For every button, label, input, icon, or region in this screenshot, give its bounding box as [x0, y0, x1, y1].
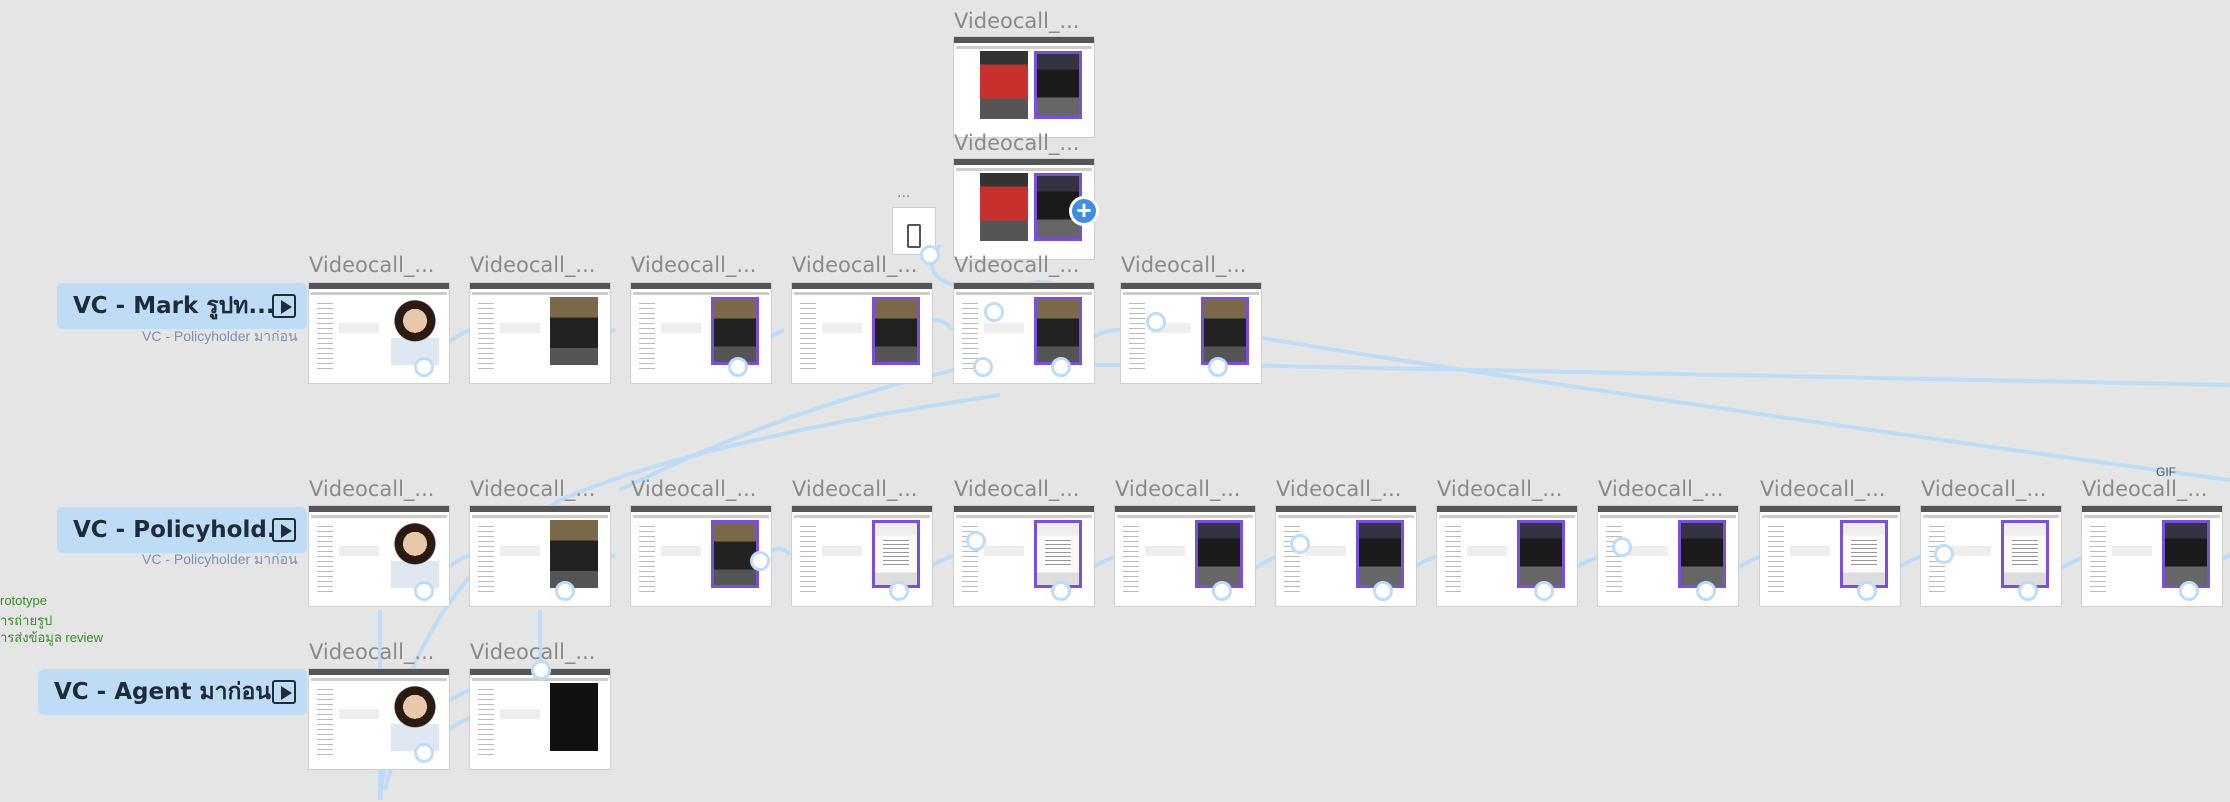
more-options-icon[interactable]: ... — [897, 184, 911, 201]
frame-thumbnail[interactable] — [470, 283, 610, 383]
frame-title: Videocall_... — [1121, 253, 1247, 277]
frame-thumbnail[interactable] — [309, 669, 449, 769]
frame-title: Videocall_... — [1921, 477, 2047, 501]
connection-node[interactable] — [889, 581, 909, 601]
flow-subtitle: VC - Policyholder มาก่อน — [142, 328, 298, 344]
frame-title: Videocall_... — [309, 253, 435, 277]
flow-label-text: VC - Mark รูปท... — [73, 293, 275, 319]
frame-thumbnail[interactable] — [1437, 506, 1577, 606]
connection-node[interactable] — [1373, 581, 1393, 601]
frame-thumbnail[interactable] — [954, 37, 1094, 137]
connection-node[interactable] — [555, 581, 575, 601]
frame-title: Videocall_... — [954, 9, 1080, 33]
frame-thumbnail[interactable] — [470, 669, 610, 769]
connection-node[interactable] — [728, 357, 748, 377]
frame-thumbnail[interactable] — [954, 506, 1094, 606]
frame-title: Videocall_... — [954, 253, 1080, 277]
connection-node[interactable] — [966, 531, 986, 551]
flow-starting-point-agent[interactable]: VC - Agent มาก่อน — [38, 669, 307, 715]
add-connection-icon[interactable]: + — [1069, 196, 1099, 226]
frame-thumbnail[interactable] — [1121, 283, 1261, 383]
frame-title: Videocall_... — [309, 477, 435, 501]
note-text: ารถ่ายรูป — [0, 613, 53, 628]
frame-title: Videocall_... — [631, 477, 757, 501]
frame-title: Videocall_... — [631, 253, 757, 277]
play-flow-icon[interactable] — [272, 518, 296, 542]
play-flow-icon[interactable] — [272, 294, 296, 318]
frame-title: Videocall_... — [2082, 477, 2208, 501]
connection-node[interactable] — [1857, 581, 1877, 601]
frame-thumbnail[interactable] — [792, 283, 932, 383]
flow-label-text: VC - Agent มาก่อน — [54, 679, 272, 705]
frame-title: Videocall_... — [1437, 477, 1563, 501]
connection-node[interactable] — [1612, 537, 1632, 557]
connection-node[interactable] — [2018, 581, 2038, 601]
connection-node[interactable] — [1534, 581, 1554, 601]
connection-node[interactable] — [531, 660, 551, 680]
frame-thumbnail[interactable] — [470, 506, 610, 606]
connection-node[interactable] — [1051, 581, 1071, 601]
connection-node[interactable] — [1212, 581, 1232, 601]
flow-starting-point-mark[interactable]: VC - Mark รูปท... — [57, 283, 307, 329]
frame-title: Videocall_... — [470, 477, 596, 501]
phone-icon — [907, 224, 921, 248]
connection-node[interactable] — [920, 245, 940, 265]
frame-thumbnail[interactable] — [1115, 506, 1255, 606]
frame-thumbnail[interactable] — [792, 506, 932, 606]
connection-node[interactable] — [1696, 581, 1716, 601]
frame-title: Videocall_... — [954, 477, 1080, 501]
connection-node[interactable] — [1934, 544, 1954, 564]
note-text: rototype — [0, 593, 47, 608]
gif-label: GIF — [2156, 465, 2176, 479]
connection-node[interactable] — [414, 743, 434, 763]
frame-thumbnail[interactable] — [2082, 506, 2222, 606]
frame-title: Videocall_... — [309, 640, 435, 664]
connection-node[interactable] — [1051, 357, 1071, 377]
connection-node[interactable] — [750, 551, 770, 571]
connection-node[interactable] — [2179, 581, 2199, 601]
connection-node[interactable] — [1146, 312, 1166, 332]
connection-node[interactable] — [1290, 534, 1310, 554]
connection-node[interactable] — [984, 302, 1004, 322]
frame-title: Videocall_... — [792, 253, 918, 277]
frame-title: Videocall_... — [1276, 477, 1402, 501]
frame-title: Videocall_... — [470, 253, 596, 277]
frame-title: Videocall_... — [470, 640, 596, 664]
frame-title: Videocall_... — [954, 131, 1080, 155]
flow-starting-point-policyholder[interactable]: VC - Policyhold... — [57, 507, 307, 553]
frame-thumbnail[interactable] — [1760, 506, 1900, 606]
play-flow-icon[interactable] — [272, 680, 296, 704]
connection-node[interactable] — [414, 357, 434, 377]
note-text: ารส่งข้อมูล review — [0, 630, 103, 645]
flow-label-text: VC - Policyhold... — [73, 517, 294, 543]
frame-title: Videocall_... — [1115, 477, 1241, 501]
frame-title: Videocall_... — [1760, 477, 1886, 501]
flow-subtitle: VC - Policyholder มาก่อน — [142, 551, 298, 567]
frame-title: Videocall_... — [1598, 477, 1724, 501]
frame-title: Videocall_... — [792, 477, 918, 501]
frame-thumbnail[interactable] — [1276, 506, 1416, 606]
connection-node[interactable] — [1208, 357, 1228, 377]
frame-thumbnail[interactable] — [631, 283, 771, 383]
connection-node[interactable] — [973, 357, 993, 377]
connection-node[interactable] — [414, 581, 434, 601]
